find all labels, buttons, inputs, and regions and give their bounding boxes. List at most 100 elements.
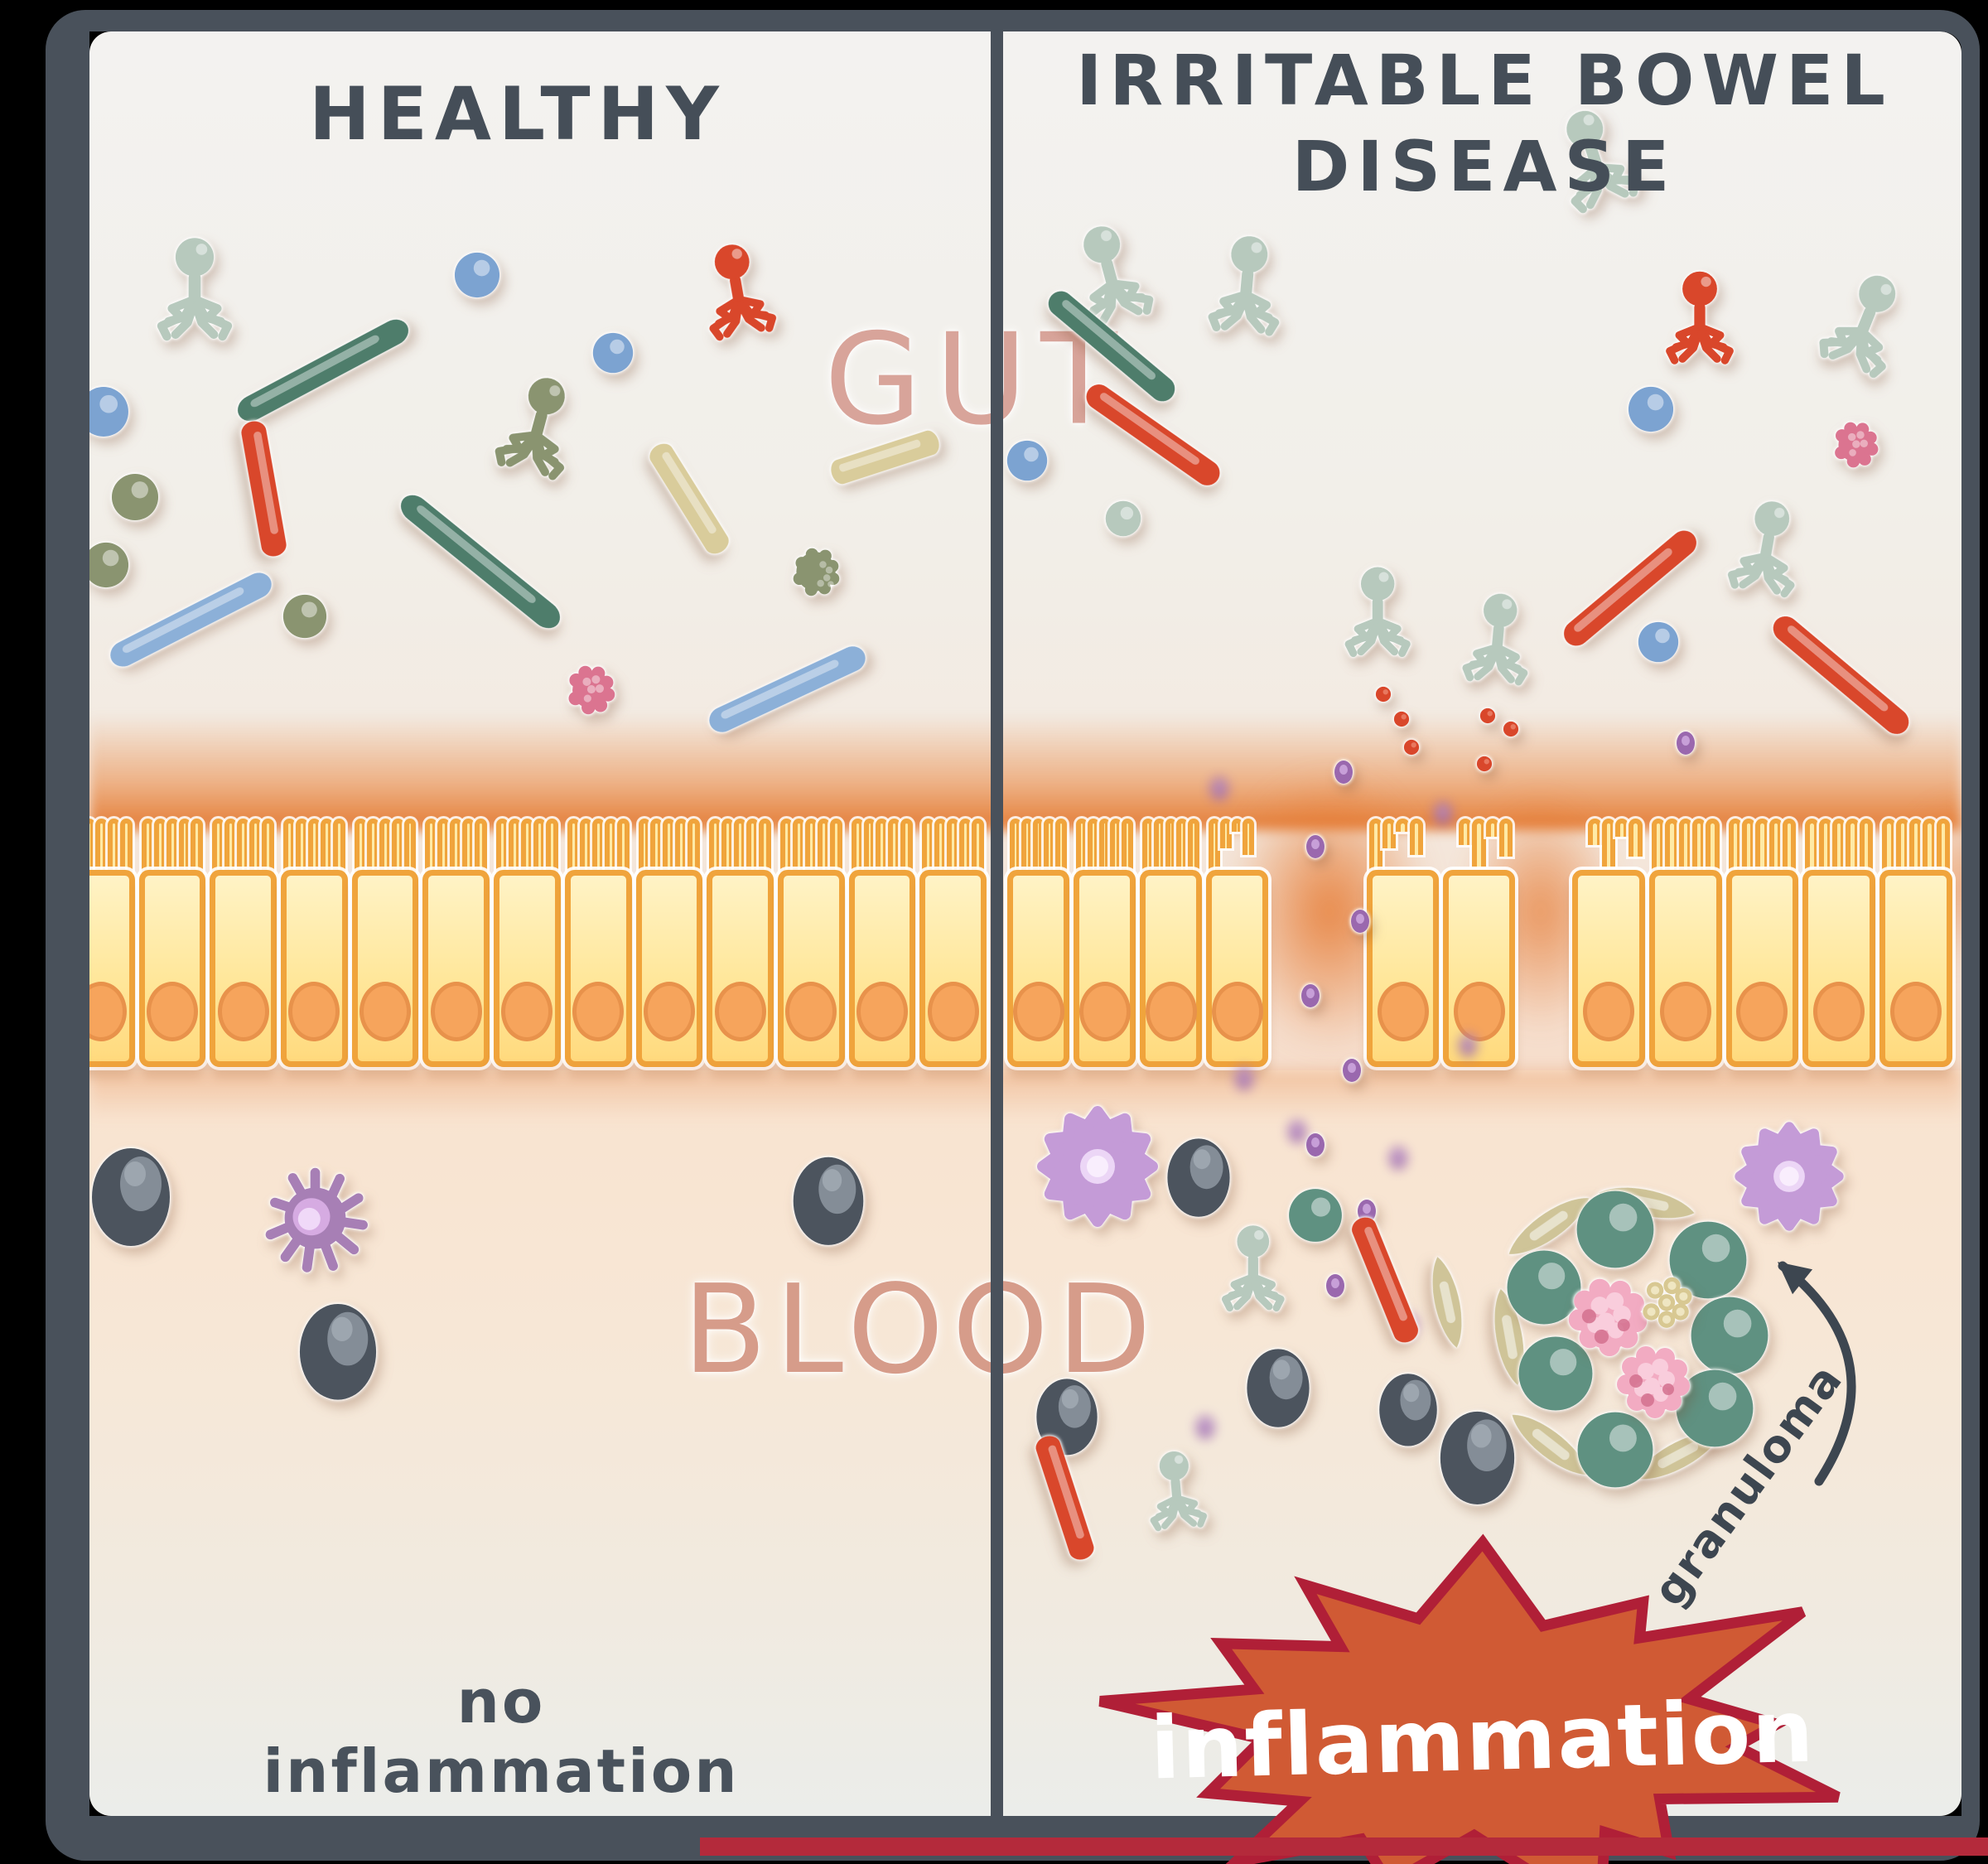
cell-nucleus — [643, 982, 695, 1041]
bacteria-microcolony-icon — [1636, 1275, 1697, 1336]
microbial-particle-icon — [1334, 760, 1353, 785]
microbial-particle-icon — [1388, 1146, 1408, 1171]
microbial-particle-icon — [1234, 1066, 1254, 1091]
bacteria-cluster-icon — [789, 544, 843, 599]
immune-cell-icon — [1245, 1347, 1311, 1429]
microbial-particle-icon — [1433, 801, 1453, 826]
giant-cell-icon — [1609, 1338, 1700, 1429]
cell-nucleus — [430, 982, 482, 1041]
epithelial-cell — [848, 819, 916, 1067]
cell-nucleus — [1582, 982, 1634, 1041]
red-particle-icon — [1375, 686, 1392, 703]
right-panel-title-line1: IRRITABLE BOWEL — [1076, 40, 1893, 121]
red-particle-icon — [1503, 721, 1519, 737]
cell-nucleus — [1813, 982, 1865, 1041]
cell-nucleus — [1659, 982, 1711, 1041]
epithelial-cell — [89, 819, 135, 1067]
epithelial-cell — [210, 819, 277, 1067]
bacteriophage-icon — [1799, 254, 1933, 392]
bacterium-coccus-icon — [1105, 500, 1141, 537]
bacteriophage-icon — [1192, 227, 1300, 345]
red-particle-icon — [1476, 756, 1493, 772]
dendritic-cell-icon — [259, 1162, 371, 1274]
microbial-particle-icon — [1195, 1415, 1215, 1440]
bacterium-coccus-icon — [111, 473, 159, 521]
bacteriophage-icon — [682, 232, 793, 350]
bacteriophage-icon — [1209, 1221, 1297, 1317]
bacterium-coccus-icon — [1638, 621, 1679, 663]
bacterium-coccus-icon — [1690, 1296, 1769, 1375]
epithelial-cell — [635, 819, 703, 1067]
cell-nucleus — [1211, 982, 1263, 1041]
cell-nucleus — [572, 982, 625, 1041]
bacterium-coccus-icon — [592, 332, 634, 374]
bacterium-rod-icon — [232, 313, 413, 427]
bacterium-coccus-icon — [282, 594, 327, 639]
cell-nucleus — [927, 982, 979, 1041]
immune-cell-icon — [791, 1155, 866, 1248]
inflammation-label: inflammation — [1149, 1680, 1817, 1799]
epithelial-cell — [1074, 819, 1136, 1067]
immune-cell-icon — [1378, 1372, 1439, 1448]
cell-nucleus — [714, 982, 766, 1041]
microbial-particle-icon — [1458, 1033, 1478, 1058]
epithelial-cell — [1443, 819, 1515, 1067]
bacterium-rod-icon — [704, 640, 870, 737]
bacterium-rod-icon — [1767, 610, 1915, 741]
epithelial-cell — [1007, 819, 1069, 1067]
bacteriophage-icon — [1448, 586, 1548, 694]
no-inflammation-caption: no inflammation — [263, 1667, 740, 1806]
bacterium-rod-icon — [644, 438, 734, 558]
microbial-particle-icon — [1209, 776, 1229, 801]
right-panel-title-line2: DISEASE — [1291, 126, 1677, 207]
bacterium-coccus-icon — [1006, 440, 1048, 481]
epithelial-cell — [1879, 819, 1952, 1067]
blood-watermark-label: BLOOD — [683, 1258, 1160, 1401]
bacteriophage-icon — [142, 233, 247, 348]
bacteriophage-icon — [1653, 267, 1747, 370]
microbial-particle-icon — [1676, 731, 1696, 756]
bacterium-rod-icon — [1347, 1213, 1422, 1346]
cell-nucleus — [856, 982, 908, 1041]
fibroblast-icon — [1421, 1251, 1474, 1354]
cell-nucleus — [147, 982, 199, 1041]
panel-divider — [991, 31, 1003, 1816]
epithelial-cell — [1802, 819, 1876, 1067]
activated-macrophage-icon — [1730, 1117, 1849, 1236]
bacteriophage-icon — [1332, 563, 1423, 663]
epithelial-cell — [138, 819, 206, 1067]
bacterium-coccus-icon — [78, 386, 129, 437]
epithelial-cell — [422, 819, 490, 1067]
red-particle-icon — [1403, 739, 1420, 756]
red-particle-icon — [1393, 711, 1410, 727]
microbial-particle-icon — [1350, 909, 1370, 934]
epithelial-cell — [281, 819, 348, 1067]
bacterium-rod-icon — [238, 419, 289, 558]
cell-nucleus — [1736, 982, 1788, 1041]
epithelial-cell — [919, 819, 987, 1067]
epithelial-cell — [1367, 819, 1439, 1067]
cell-nucleus — [785, 982, 837, 1041]
epithelial-cell — [1648, 819, 1722, 1067]
gut-watermark-label: GUT — [824, 306, 1131, 453]
immune-cell-icon — [1165, 1137, 1232, 1219]
immune-cell-icon — [89, 1146, 172, 1248]
microbial-particle-icon — [1305, 1132, 1325, 1157]
bacterium-rod-icon — [1557, 524, 1702, 653]
cell-nucleus — [1453, 982, 1505, 1041]
inflammation-glow-band — [89, 714, 1961, 830]
cell-nucleus — [1012, 982, 1064, 1041]
microbial-particle-icon — [1342, 1058, 1362, 1083]
cell-nucleus — [501, 982, 553, 1041]
epithelial-cell — [1140, 819, 1202, 1067]
cell-nucleus — [1890, 982, 1942, 1041]
bacterium-coccus-icon — [454, 252, 500, 298]
red-particle-icon — [1479, 707, 1496, 724]
epithelial-cell — [494, 819, 561, 1067]
bacterium-coccus-icon — [83, 542, 129, 588]
bacterium-coccus-icon — [1628, 386, 1674, 432]
microbial-particle-icon — [1305, 834, 1325, 859]
cell-nucleus — [1078, 982, 1131, 1041]
cell-nucleus — [1145, 982, 1197, 1041]
